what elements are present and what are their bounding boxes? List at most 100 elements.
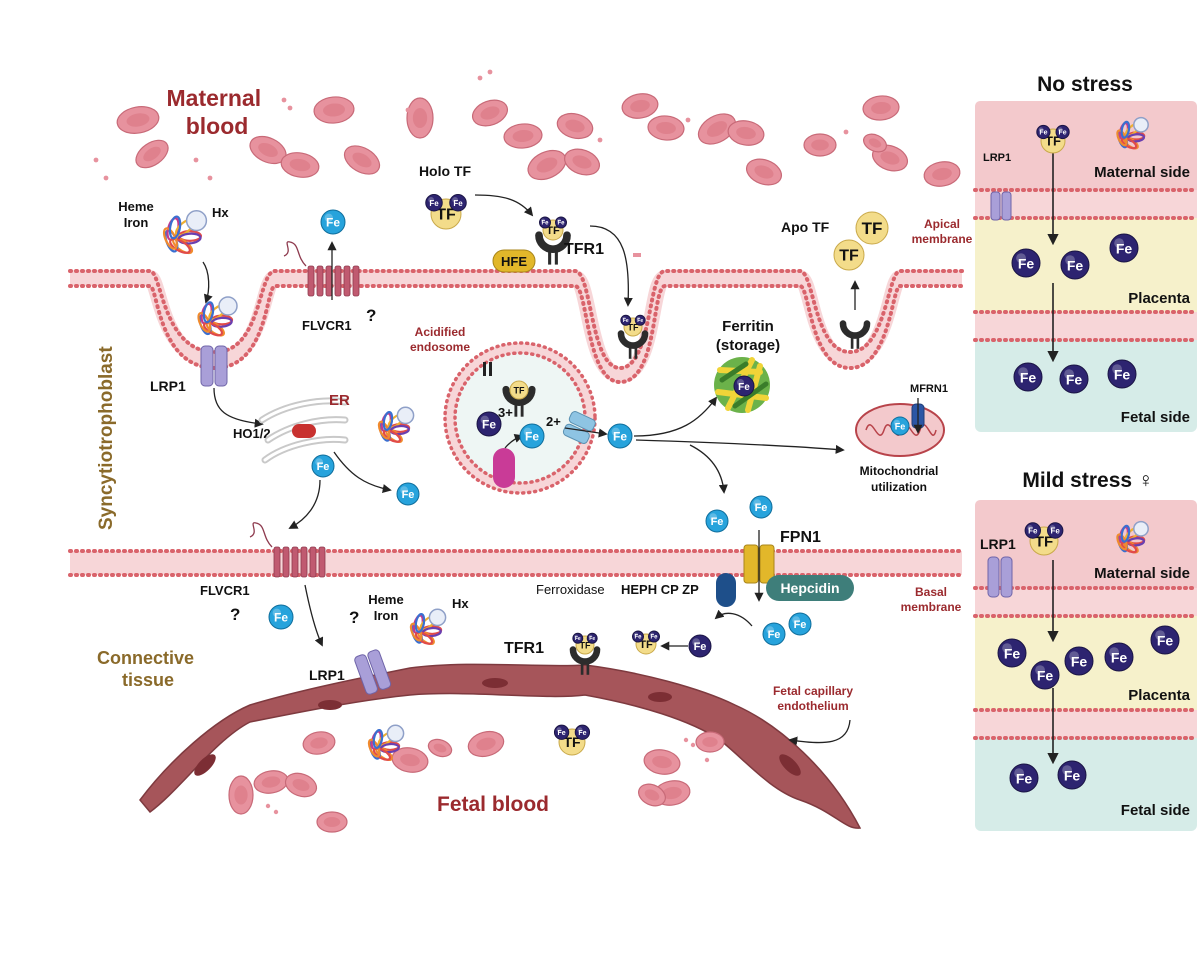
iron-atom: Fe	[1013, 362, 1043, 392]
iron-atom-label: Fe	[1051, 526, 1061, 535]
platelet-dot	[685, 117, 691, 123]
panel2-lrp1-receptor	[987, 556, 1013, 598]
iron-atom: Fe	[1150, 625, 1180, 655]
iron-atom: Fe	[648, 630, 660, 643]
panel2-fetal-side: Fetal side	[1121, 802, 1190, 819]
iron-atom-label: Fe	[525, 430, 539, 444]
tfr1-label-endothelium: TFR1	[504, 640, 544, 657]
red-blood-cell	[427, 738, 453, 758]
iron-atom: Fe	[788, 612, 812, 636]
iron-atom: Fe	[607, 423, 633, 449]
no-stress-title: No stress	[1037, 73, 1133, 96]
flvcr1-label-basal: FLVCR1	[200, 583, 250, 598]
iron-atom-label: Fe	[1037, 667, 1054, 683]
platelet-dot	[281, 97, 287, 103]
red-blood-cell	[406, 97, 434, 139]
ferroxidase-label: Ferroxidase	[536, 582, 605, 597]
iron-atom: Fe	[574, 724, 591, 740]
three-plus-label: 3+	[498, 405, 513, 420]
iron-atom: Fe	[1060, 250, 1090, 280]
red-blood-cell	[467, 730, 505, 758]
heme-hemopexin	[1116, 520, 1149, 554]
iron-atom: Fe	[1059, 364, 1089, 394]
hx-label-basal: Hx	[452, 596, 469, 611]
hx-label-top: Hx	[212, 205, 229, 220]
apo-tf-label: Apo TF	[781, 219, 830, 235]
red-blood-cell	[803, 133, 837, 157]
transferrin-label: TF	[1045, 134, 1061, 149]
platelet-dot	[405, 107, 411, 113]
panel1-placenta: Placenta	[1128, 290, 1190, 307]
red-blood-cell	[280, 152, 320, 178]
iron-atom: Fe	[632, 630, 644, 643]
iron-atom-label: Fe	[317, 461, 330, 473]
syncytiotrophoblast-label: Syncytiotrophoblast	[96, 346, 117, 530]
fetal-red-blood-cells	[228, 730, 725, 833]
flvcr1-label-apical: FLVCR1	[302, 318, 352, 333]
iron-atom-label: Fe	[453, 199, 463, 208]
mild-stress-panel: Mild stress ♀ LRP1 Maternal side Placent…	[973, 469, 1199, 831]
iron-atom-label: Fe	[738, 382, 750, 393]
iron-atom-label: Fe	[711, 516, 724, 528]
red-blood-cell	[862, 95, 900, 121]
iron-atom-label: Fe	[694, 641, 707, 653]
iron-atom: Fe	[1024, 522, 1042, 539]
panel1-lrp1-receptor	[990, 191, 1012, 221]
iron-atom: Fe	[634, 314, 646, 326]
iron-atom-label: Fe	[541, 221, 549, 227]
ferritin-storage-label: Ferritin(storage)	[716, 318, 780, 354]
iron-atom: Fe	[555, 216, 567, 229]
fpn1-label: FPN1	[780, 529, 821, 546]
lrp1-receptor-endothelium	[354, 649, 392, 695]
tfr1-receptor-shape	[839, 320, 871, 349]
tfr1-in-endosome: TF	[502, 380, 536, 417]
iron-atom: Fe	[476, 411, 502, 437]
iron-atom-label: Fe	[623, 318, 629, 324]
iron-atom-label: Fe	[1028, 526, 1038, 535]
tfr1-recycling-receptor	[839, 320, 871, 349]
transferrin-label: TF	[436, 207, 456, 224]
maternal-red-blood-cells	[93, 69, 961, 187]
platelet-dot	[597, 137, 603, 143]
iron-atom-label: Fe	[1016, 770, 1033, 786]
iron-atom-label: Fe	[1018, 255, 1035, 271]
iron-atom: Fe	[539, 216, 551, 229]
heme-hemopexin	[1116, 116, 1149, 150]
platelet-dot	[690, 742, 696, 748]
iron-atom-label: Fe	[557, 221, 565, 227]
hepcidin-label: Hepcidin	[780, 580, 839, 596]
platelet-dot	[93, 157, 99, 163]
flvcr1-question-basal: ?	[230, 605, 240, 624]
tfr1-label-apical: TFR1	[564, 241, 604, 258]
transferrin-label: TF	[639, 639, 653, 651]
iron-atom: Fe	[1057, 760, 1087, 790]
transferrin: TF	[509, 380, 529, 400]
mild-stress-title: Mild stress ♀	[1022, 469, 1153, 492]
iron-atom: Fe	[1047, 522, 1064, 539]
red-blood-cell	[503, 123, 543, 149]
heme-hemopexin-complex-basal	[409, 608, 447, 646]
iron-atom: Fe	[572, 632, 584, 644]
hfe-protein: HFE	[492, 249, 536, 273]
iron-atom-label: Fe	[1059, 130, 1067, 137]
red-blood-cell	[697, 113, 737, 145]
iron-atom: Fe	[1064, 646, 1094, 676]
iron-atom-label: Fe	[1004, 645, 1021, 661]
red-blood-cell	[471, 99, 509, 127]
iron-atom-label: Fe	[1071, 653, 1088, 669]
transferrin-label: TF	[862, 219, 883, 238]
